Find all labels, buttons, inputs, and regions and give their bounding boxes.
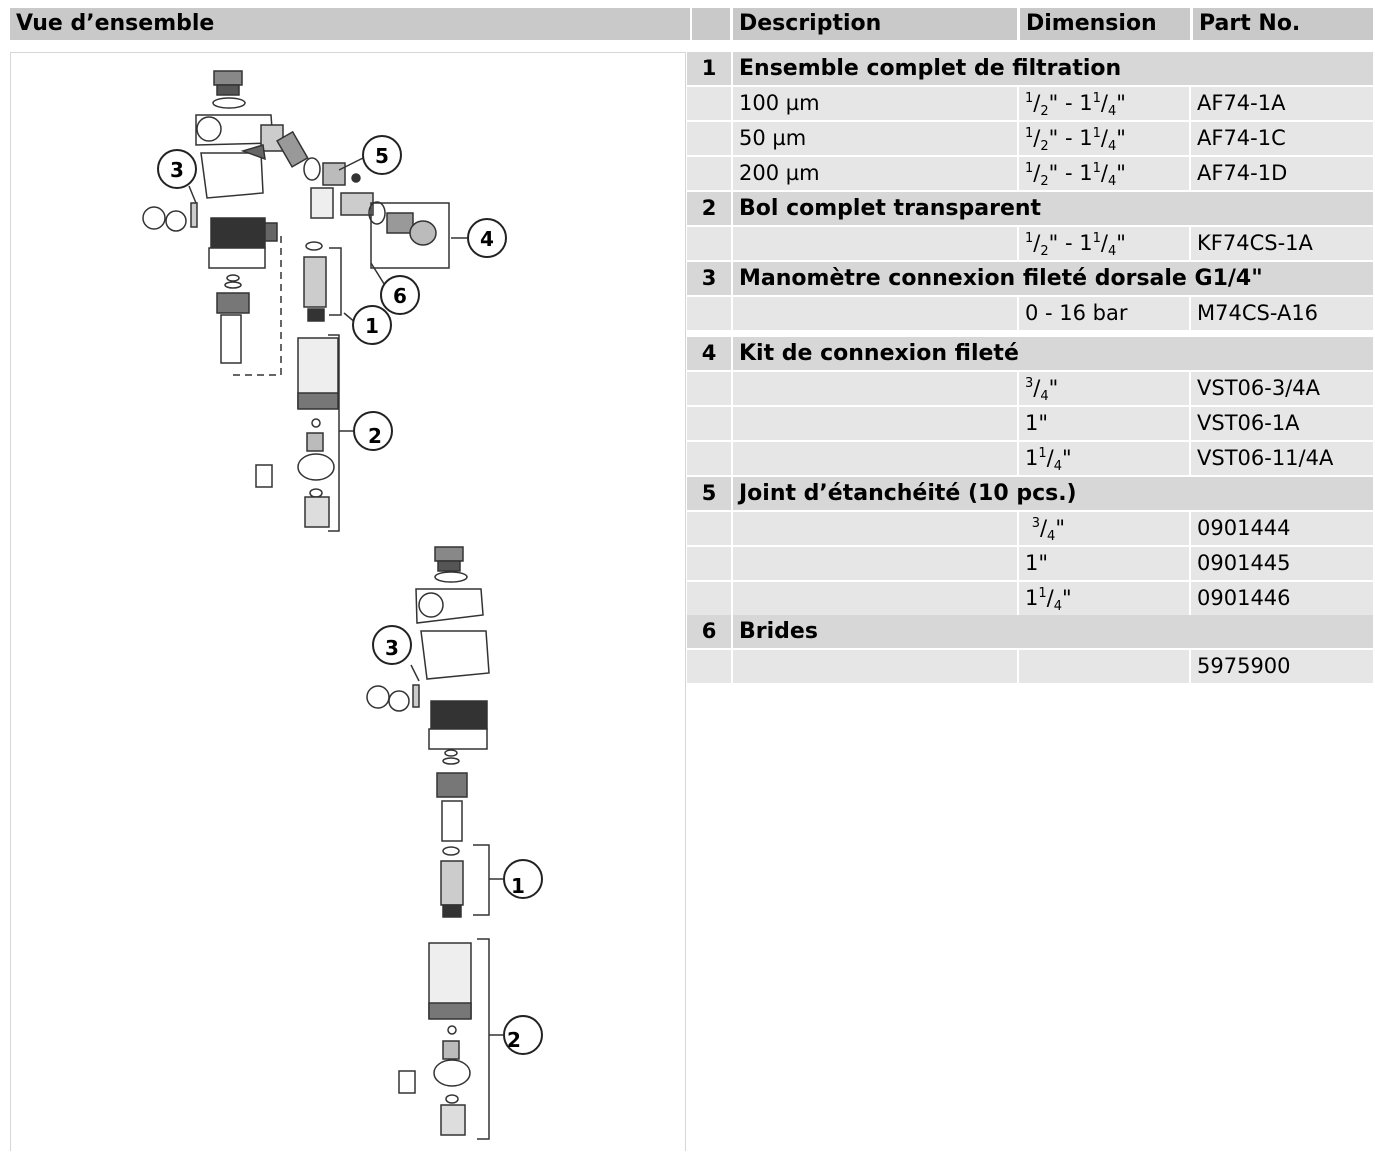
table-row: 1" 0901445 (687, 547, 1373, 580)
num-header (692, 8, 730, 40)
callouts-bottom: 3 1 2 (372, 625, 543, 1055)
item-part-no: 0901446 (1191, 582, 1373, 615)
item-part-no: VST06-11/4A (1191, 442, 1373, 475)
group-number: 6 (687, 615, 731, 648)
item-dimension: 1" (1019, 547, 1189, 580)
item-dimension: 3/4" (1019, 372, 1189, 405)
table-row: 5975900 (687, 650, 1373, 683)
item-description (733, 442, 1017, 475)
table-row: 3/4" VST06-3/4A (687, 372, 1373, 405)
group-row-6: 6 Brides (687, 615, 1373, 648)
table-row: 200 µm 1/2" - 11/4" AF74-1D (687, 157, 1373, 190)
item-description: 200 µm (733, 157, 1017, 190)
group-number: 4 (687, 337, 731, 370)
item-part-no: 5975900 (1191, 650, 1373, 683)
item-part-no: M74CS-A16 (1191, 297, 1373, 330)
group-row-3: 3 Manomètre connexion fileté dorsale G1/… (687, 262, 1373, 295)
svg-text:1: 1 (511, 874, 525, 898)
group-number: 2 (687, 192, 731, 225)
item-description (733, 512, 1017, 545)
item-description (733, 650, 1017, 683)
table-row: 1" VST06-1A (687, 407, 1373, 440)
item-description (733, 372, 1017, 405)
group-row-4: 4 Kit de connexion fileté (687, 337, 1373, 370)
group-row-2: 2 Bol complet transparent (687, 192, 1373, 225)
group-title: Ensemble complet de filtration (733, 52, 1373, 85)
item-part-no: 0901444 (1191, 512, 1373, 545)
item-description (733, 407, 1017, 440)
item-dimension: 1/2" - 11/4" (1019, 227, 1189, 260)
callout-4: 4 (467, 218, 507, 258)
svg-text:3: 3 (385, 636, 399, 660)
group-number: 1 (687, 52, 731, 85)
item-part-no: AF74-1D (1191, 157, 1373, 190)
svg-text:4: 4 (480, 227, 494, 251)
callout-bottom-2: 2 (503, 1015, 543, 1055)
svg-text:2: 2 (507, 1028, 521, 1052)
item-part-no: AF74-1C (1191, 122, 1373, 155)
table-row: 0 - 16 bar M74CS-A16 (687, 297, 1373, 330)
item-dimension: 1/2" - 11/4" (1019, 122, 1189, 155)
table-row: 1/2" - 11/4" KF74CS-1A (687, 227, 1373, 260)
item-description (733, 582, 1017, 615)
item-description (733, 227, 1017, 260)
item-description (733, 547, 1017, 580)
svg-text:2: 2 (368, 424, 382, 448)
table-row: 3/4" 0901444 (687, 512, 1373, 545)
callout-3: 3 (157, 149, 197, 189)
exploded-view-panel: 3 5 4 6 1 2 3 1 2 (10, 52, 686, 1151)
table-row: 11/4" 0901446 (687, 582, 1373, 615)
item-part-no: AF74-1A (1191, 87, 1373, 120)
item-part-no: 0901445 (1191, 547, 1373, 580)
svg-text:5: 5 (375, 144, 389, 168)
overview-header: Vue d’ensemble (10, 8, 690, 40)
item-part-no: VST06-1A (1191, 407, 1373, 440)
svg-text:3: 3 (170, 158, 184, 182)
callout-bottom-3: 3 (372, 625, 412, 665)
table-row: 100 µm 1/2" - 11/4" AF74-1A (687, 87, 1373, 120)
group-title: Bol complet transparent (733, 192, 1373, 225)
svg-text:6: 6 (393, 284, 407, 308)
callout-6: 6 (380, 275, 420, 315)
group-row-1: 1 Ensemble complet de filtration (687, 52, 1373, 85)
item-description: 50 µm (733, 122, 1017, 155)
group-number: 5 (687, 477, 731, 510)
callout-2: 2 (353, 411, 393, 451)
item-part-no: KF74CS-1A (1191, 227, 1373, 260)
bottom-assembly (366, 546, 503, 1140)
description-header: Description (733, 8, 1017, 40)
group-title: Brides (733, 615, 1373, 648)
group-title: Kit de connexion fileté (733, 337, 1373, 370)
callouts-top: 3 5 4 6 1 2 (157, 135, 507, 451)
item-dimension: 11/4" (1019, 582, 1189, 615)
item-description (733, 297, 1017, 330)
item-dimension: 11/4" (1019, 442, 1189, 475)
group-title: Manomètre connexion fileté dorsale G1/4" (733, 262, 1373, 295)
group-number: 3 (687, 262, 731, 295)
part-no-header: Part No. (1193, 8, 1373, 40)
item-description: 100 µm (733, 87, 1017, 120)
table-row: 11/4" VST06-11/4A (687, 442, 1373, 475)
dimension-header: Dimension (1020, 8, 1190, 40)
item-dimension: 1" (1019, 407, 1189, 440)
exploded-view-drawing: 3 5 4 6 1 2 3 1 2 (142, 70, 543, 1140)
item-dimension: 1/2" - 11/4" (1019, 87, 1189, 120)
table-row: 50 µm 1/2" - 11/4" AF74-1C (687, 122, 1373, 155)
callout-1: 1 (352, 305, 392, 345)
item-dimension: 3/4" (1019, 512, 1189, 545)
group-title: Joint d’étanchéité (10 pcs.) (733, 477, 1373, 510)
item-part-no: VST06-3/4A (1191, 372, 1373, 405)
group-row-5: 5 Joint d’étanchéité (10 pcs.) (687, 477, 1373, 510)
item-dimension (1019, 650, 1189, 683)
top-assembly (142, 70, 467, 532)
item-dimension: 0 - 16 bar (1019, 297, 1189, 330)
svg-text:1: 1 (365, 314, 379, 338)
item-dimension: 1/2" - 11/4" (1019, 157, 1189, 190)
callout-bottom-1: 1 (503, 859, 543, 899)
callout-5: 5 (362, 135, 402, 175)
